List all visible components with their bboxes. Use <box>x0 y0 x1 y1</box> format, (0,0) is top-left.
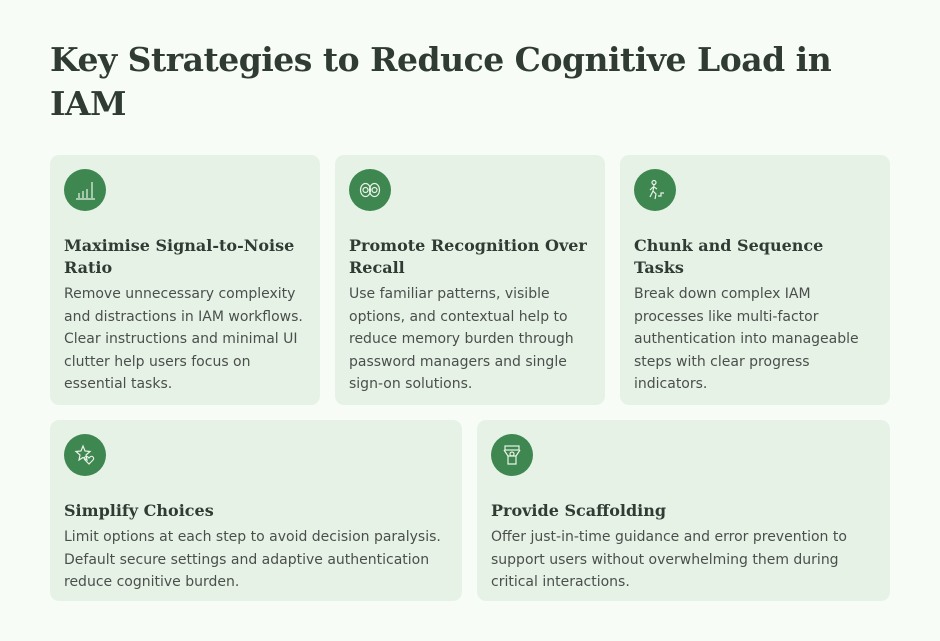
card-title: Simplify Choices <box>64 501 214 520</box>
card-scaffolding: Provide Scaffolding Offer just-in-time g… <box>477 420 890 601</box>
card-text: Offer just-in-time guidance and error pr… <box>491 529 847 590</box>
card-title: Chunk and Sequence Tasks <box>634 236 824 277</box>
star-heart-icon <box>64 434 106 476</box>
card-title: Maximise Signal-to-Noise Ratio <box>64 236 295 277</box>
card-chunk: Chunk and Sequence Tasks Break down comp… <box>620 155 890 405</box>
card-text: Limit options at each step to avoid deci… <box>64 529 441 590</box>
card-simplify: Simplify Choices Limit options at each s… <box>50 420 462 601</box>
card-text: Use familiar patterns, visible options, … <box>349 286 574 392</box>
card-text: Break down complex IAM processes like mu… <box>634 286 859 392</box>
person-stairs-icon <box>634 169 676 211</box>
card-title: Promote Recognition Over Recall <box>349 236 587 277</box>
page-title: Key Strategies to Reduce Cognitive Load … <box>50 40 832 123</box>
card-text: Remove unnecessary complexity and distra… <box>64 286 303 392</box>
eyes-icon <box>349 169 391 211</box>
person-banner-icon <box>491 434 533 476</box>
bar-chart-icon <box>64 169 106 211</box>
card-recognition: Promote Recognition Over Recall Use fami… <box>335 155 605 405</box>
card-title: Provide Scaffolding <box>491 501 667 520</box>
card-signal-noise: Maximise Signal-to-Noise Ratio Remove un… <box>50 155 320 405</box>
